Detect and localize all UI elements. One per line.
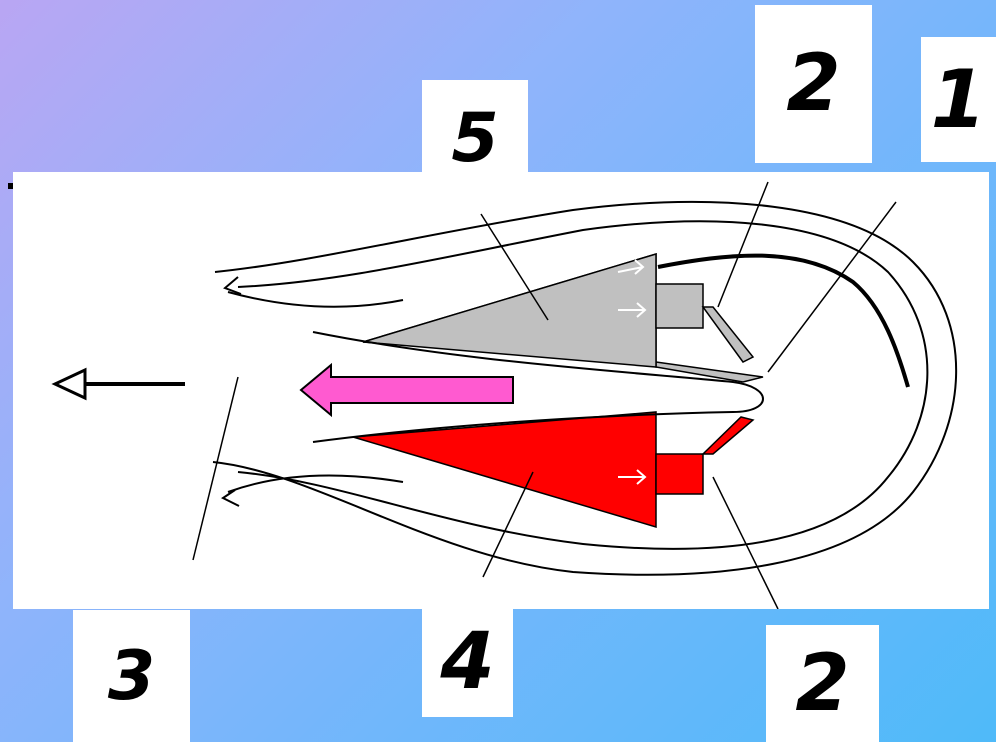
label-2-top: 2 [755, 5, 872, 163]
label-5-text: 5 [451, 99, 498, 178]
label-5: 5 [422, 80, 528, 178]
label-4: 4 [422, 607, 513, 717]
flow-arrow-icon [301, 365, 513, 415]
upper-block [656, 284, 703, 328]
leader-line-4 [483, 472, 533, 577]
label-3: 3 [73, 610, 190, 742]
thrust-direction-arrow-icon [55, 370, 185, 398]
upper-nozzle [703, 307, 753, 362]
leader-line-2-top [718, 182, 768, 307]
label-4-text: 4 [440, 617, 494, 707]
label-2-top-text: 2 [786, 39, 840, 129]
upper-flow-line-outer [228, 292, 403, 307]
lower-flow-arrowhead [223, 490, 239, 506]
leader-line-2-bot [713, 477, 778, 609]
diagram-panel [13, 172, 989, 609]
leader-line-3 [193, 377, 238, 560]
label-1-text: 1 [931, 53, 987, 146]
lower-block [656, 454, 703, 494]
label-2-bottom: 2 [766, 625, 879, 742]
lower-wedge [353, 412, 656, 527]
label-3-text: 3 [108, 637, 155, 716]
label-1: 1 [921, 37, 996, 162]
diagram-svg [13, 172, 989, 609]
lower-nozzle [703, 417, 753, 454]
upper-wedge-fill [363, 254, 656, 367]
upper-flow-arrowhead [225, 277, 241, 294]
label-2-bottom-text: 2 [795, 639, 849, 729]
